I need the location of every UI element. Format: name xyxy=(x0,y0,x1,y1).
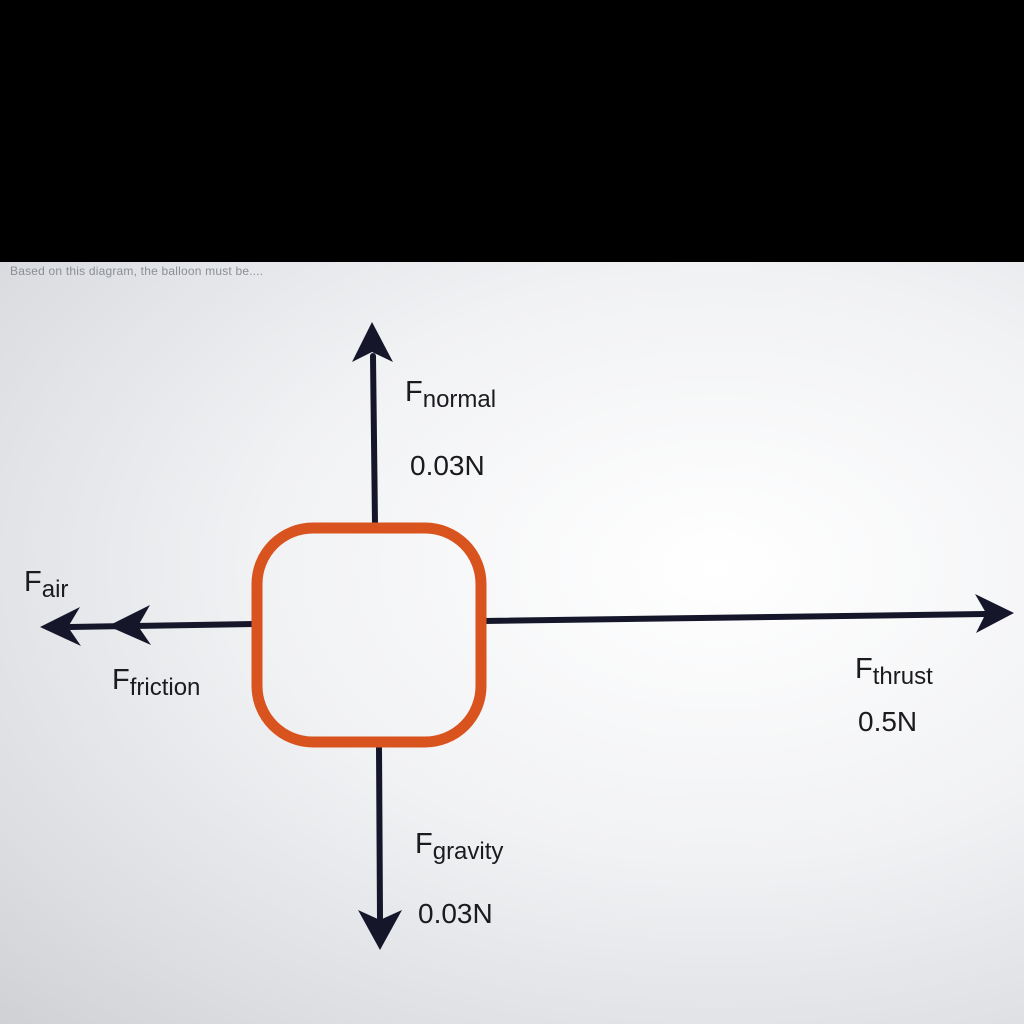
arrow-gravity xyxy=(358,743,402,950)
label-air: Fair xyxy=(24,566,69,603)
screen-area xyxy=(0,262,1024,1024)
value-thrust: 0.5N xyxy=(858,706,918,737)
label-normal: Fnormal xyxy=(405,376,497,413)
question-text: Based on this diagram, the balloon must … xyxy=(10,264,264,278)
label-friction: Ffriction xyxy=(112,664,201,701)
black-border xyxy=(0,0,1024,262)
label-thrust: Fthrust xyxy=(855,653,933,690)
arrow-thrust xyxy=(481,594,1014,633)
arrow-normal xyxy=(352,322,393,527)
value-gravity: 0.03N xyxy=(418,898,493,929)
arrow-air-friction xyxy=(40,605,257,646)
label-gravity: Fgravity xyxy=(415,828,504,865)
arrowhead-friction xyxy=(108,605,151,645)
arrowhead-air xyxy=(40,607,81,646)
value-normal: 0.03N xyxy=(410,450,485,481)
balloon-box xyxy=(251,522,487,748)
